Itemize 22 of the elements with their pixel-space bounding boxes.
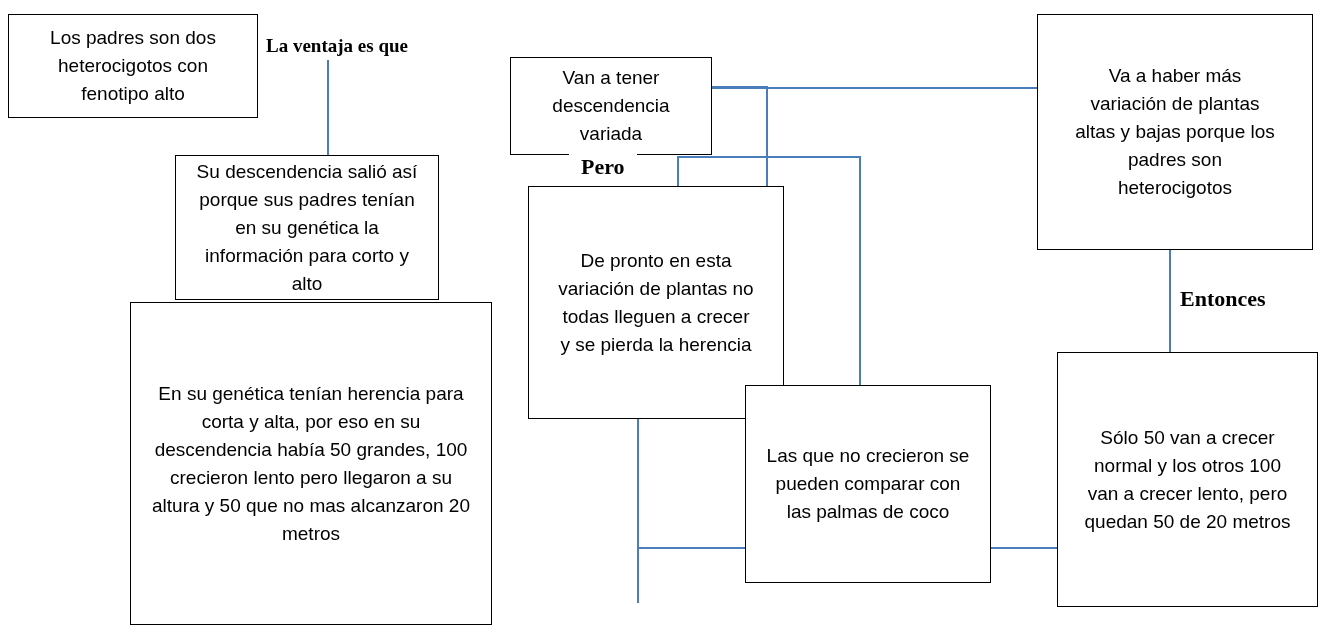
concept-text: En su genética tenían herencia para corta y alta, por eso en su descendencia había 50 grandes, 100 crecieron lento pero llegaron a su altura y 50 que no mas alcanzaron 20 metros — [151, 381, 471, 546]
concept-text: Van a tener descendencia variada — [551, 66, 671, 146]
concept-box — [175, 155, 439, 300]
connector-line — [711, 86, 768, 187]
connector-line — [677, 156, 861, 386]
concept-text: Las que no crecieron se pueden comparar con las palmas de coco — [765, 444, 971, 524]
concept-text: Sólo 50 van a crecer normal y los otros 100 van a crecer lento, pero quedan 50 de 20 metros — [1083, 425, 1292, 534]
concept-box — [745, 385, 991, 583]
concept-text: De pronto en esta variación de plantas no todas lleguen a crecer y se pierda la herencia — [557, 248, 755, 357]
connector-line — [327, 59, 329, 156]
connector-line — [637, 418, 639, 604]
concept-text: Los padres son dos heterocigotos con fenotipo alto — [49, 26, 217, 106]
concept-box — [510, 57, 712, 155]
concept-box — [1037, 14, 1313, 250]
concept-text: Su descendencia salió así porque sus padres tenían en su genética la información para corto y alto — [195, 159, 419, 296]
connector-line — [711, 87, 1038, 89]
connector-line — [1169, 249, 1171, 353]
connector-line — [990, 547, 1058, 549]
concept-text: Va a haber más variación de plantas altas y bajas porque los padres son heterocigotos — [1075, 64, 1275, 200]
concept-box — [130, 302, 492, 625]
concept-box — [8, 14, 258, 118]
concept-box — [1057, 352, 1318, 607]
